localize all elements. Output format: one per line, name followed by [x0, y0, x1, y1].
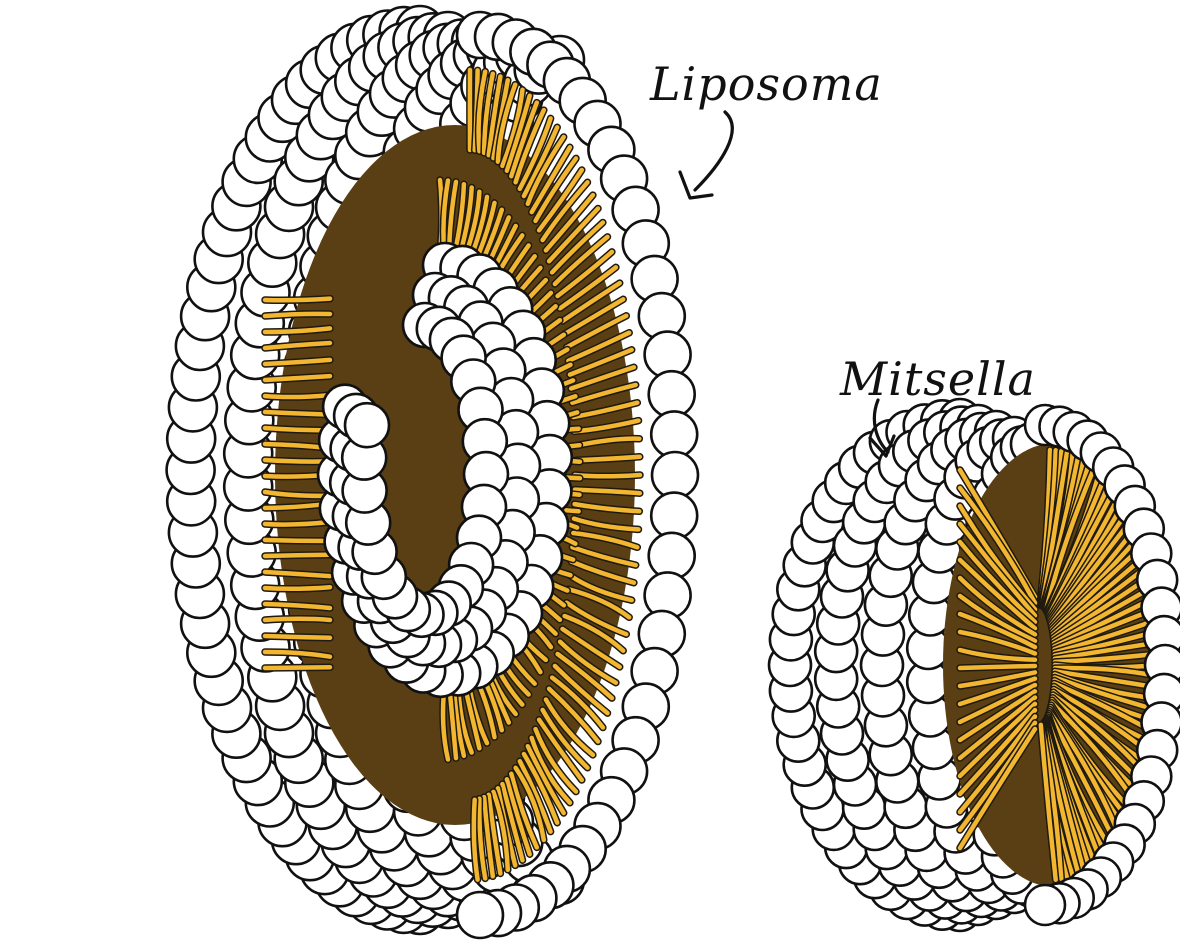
liposome-tail — [265, 540, 330, 541]
liposome-tail — [265, 314, 330, 316]
liposome-tail — [265, 299, 330, 301]
micelle-label: Mitsella — [839, 352, 1036, 406]
liposome-inner-head — [345, 403, 389, 447]
liposome-tail — [575, 475, 640, 476]
liposome-tail — [265, 636, 330, 638]
liposome-tail — [265, 522, 330, 525]
liposome-figure — [167, 6, 698, 938]
liposome-rim-head — [457, 892, 503, 938]
liposome-arrow-icon — [680, 112, 732, 198]
liposome-tail — [265, 667, 330, 668]
liposome-tail — [265, 460, 330, 462]
liposome-tail — [265, 587, 330, 589]
liposome-tail — [265, 619, 330, 620]
liposome-label: Liposoma — [649, 57, 883, 111]
liposome-rim-head — [651, 411, 697, 457]
liposome-tail — [265, 555, 330, 556]
micelle-figure — [769, 399, 1180, 931]
micelle-rim-head — [1025, 885, 1065, 925]
liposome-tail — [265, 395, 330, 397]
liposome-rim-head — [652, 452, 698, 498]
liposome-tail — [265, 412, 330, 415]
micelle-tail — [960, 666, 1035, 668]
